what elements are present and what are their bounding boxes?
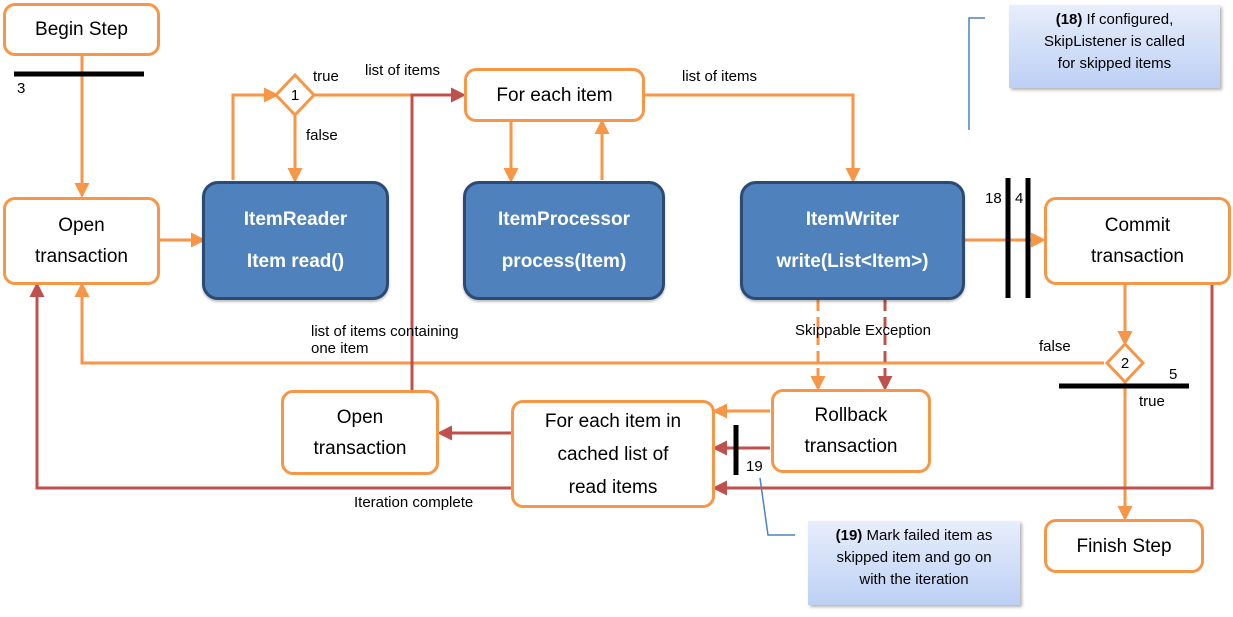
decision-2-number: 2 xyxy=(1120,355,1130,372)
arrow-decision2-false xyxy=(74,282,1104,365)
arrow-reader-to-decision1 xyxy=(231,87,279,180)
decision-diamond-1 xyxy=(273,72,317,118)
arrow-commit-to-foreach-cached xyxy=(712,285,1214,496)
label-false-1: false xyxy=(306,127,338,144)
open-transaction-label: Open transaction xyxy=(35,215,128,267)
rollback-transaction-box[interactable]: Rollback transaction xyxy=(771,389,931,473)
note-19-callout xyxy=(759,477,795,536)
decision-diamond-2 xyxy=(1104,341,1146,385)
for-each-cached-item-box[interactable]: For each item in cached list of read ite… xyxy=(511,400,715,508)
open-transaction-2-box[interactable]: Open transaction xyxy=(281,390,439,475)
item-processor-title: ItemProcessor xyxy=(497,208,630,230)
note-19-key: (19) xyxy=(835,527,863,544)
note-19: (19) Mark failed item as skipped item an… xyxy=(808,521,1020,605)
begin-step-box[interactable]: Begin Step xyxy=(3,3,160,56)
note-18: (18) If configured, SkipListener is call… xyxy=(1009,5,1220,88)
item-reader-box[interactable]: ItemReader Item read() xyxy=(202,181,389,300)
label-list-containing-one-item: list of items containing one item xyxy=(311,323,459,357)
marker-19: 19 xyxy=(746,458,763,475)
arrow-iteration-complete xyxy=(29,282,511,490)
marker-3: 3 xyxy=(17,80,26,97)
decision-1-number: 1 xyxy=(290,87,300,104)
note-18-callout xyxy=(968,17,985,130)
label-true-1: true xyxy=(313,68,339,85)
arrow-open2-to-foreach xyxy=(410,87,466,390)
label-list-of-items-1: list of items xyxy=(365,62,441,79)
item-reader-title: ItemReader xyxy=(243,208,348,230)
arrow-foreach-to-writer xyxy=(645,93,861,183)
finish-step-box[interactable]: Finish Step xyxy=(1044,519,1204,573)
marker-18: 18 xyxy=(985,190,1002,207)
commit-transaction-box[interactable]: Commit transaction xyxy=(1044,197,1231,285)
rollback-transaction-label: Rollback transaction xyxy=(804,405,898,457)
marker-5: 5 xyxy=(1169,366,1178,383)
for-each-cached-item-label: For each item in cached list of read ite… xyxy=(544,410,682,498)
label-iteration-complete: Iteration complete xyxy=(354,494,474,511)
label-skippable-exception: Skippable Exception xyxy=(795,322,931,339)
begin-step-label: Begin Step xyxy=(35,19,128,40)
for-each-item-box[interactable]: For each item xyxy=(464,68,645,122)
note-18-text: If configured, SkipListener is called fo… xyxy=(1044,11,1185,72)
label-true-2: true xyxy=(1139,393,1165,410)
item-processor-box[interactable]: ItemProcessor process(Item) xyxy=(463,181,665,300)
item-writer-box[interactable]: ItemWriter write(List<Item>) xyxy=(740,181,965,300)
commit-transaction-label: Commit transaction xyxy=(1091,215,1184,267)
note-18-key: (18) xyxy=(1055,11,1083,28)
item-reader-method: Item read() xyxy=(246,250,345,272)
open-transaction-box[interactable]: Open transaction xyxy=(3,197,160,285)
for-each-item-label: For each item xyxy=(496,84,613,106)
item-writer-method: write(List<Item>) xyxy=(776,250,929,272)
item-writer-title: ItemWriter xyxy=(805,208,900,230)
finish-step-label: Finish Step xyxy=(1076,535,1172,557)
marker-4: 4 xyxy=(1015,190,1024,207)
open-transaction-2-label: Open transaction xyxy=(313,406,407,459)
item-processor-method: process(Item) xyxy=(501,250,627,272)
label-list-of-items-2: list of items xyxy=(682,68,758,85)
note-19-text: Mark failed item as skipped item and go … xyxy=(836,527,993,588)
label-false-2: false xyxy=(1039,338,1071,355)
